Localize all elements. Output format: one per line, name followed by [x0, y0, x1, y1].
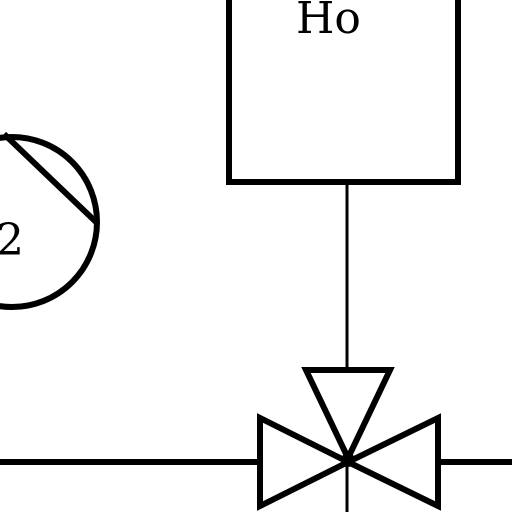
valve-left-triangle: [257, 413, 355, 511]
three-way-valve: [257, 367, 441, 512]
tank-label: Ho: [296, 0, 361, 44]
tank-outline: [226, 0, 461, 185]
tank: Ho: [226, 0, 461, 185]
pump-label: 2: [0, 215, 24, 266]
valve-top-triangle: [301, 367, 395, 465]
valve-center-node: [341, 453, 355, 467]
pump: 2: [0, 131, 100, 310]
pump-impeller-line: [1, 131, 99, 225]
valve-right-triangle: [341, 413, 441, 511]
pump-casing: [0, 134, 100, 310]
